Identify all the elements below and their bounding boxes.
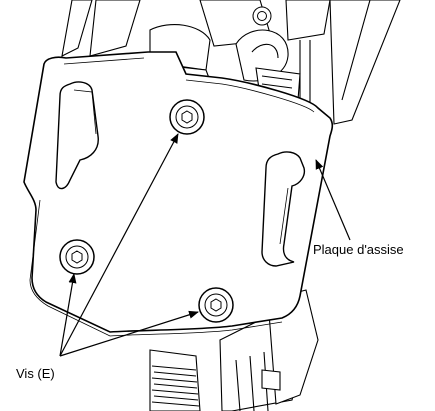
screws-label: Vis (E) (16, 366, 55, 381)
screw-bottom-icon (198, 287, 234, 323)
left-slot (55, 81, 99, 190)
leader-to-left-screw (59, 273, 77, 357)
plate-label: Plaque d'assise (313, 242, 404, 257)
upper-mechanism (61, 0, 401, 125)
screw-top-icon (169, 99, 205, 135)
top-screw-icon (252, 6, 272, 26)
screw-left-icon (59, 239, 95, 275)
leader-to-top-screw (59, 133, 179, 357)
leader-to-bottom-screw (59, 310, 199, 357)
base-plate (23, 51, 334, 337)
right-slot (261, 151, 306, 267)
plate-leader-line (315, 159, 351, 241)
screw-leader-lines (59, 133, 199, 357)
lower-mechanism (149, 289, 319, 411)
